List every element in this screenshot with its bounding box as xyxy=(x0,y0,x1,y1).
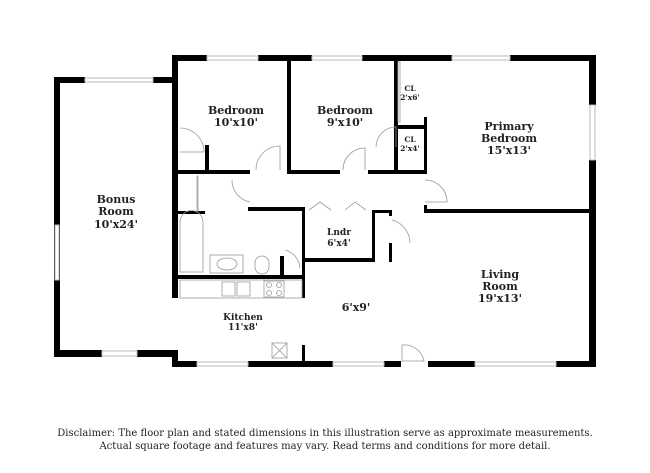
svg-text:10'x10': 10'x10' xyxy=(214,116,258,129)
fixtures xyxy=(179,210,303,359)
svg-text:Lndr: Lndr xyxy=(327,228,351,238)
svg-text:15'x13': 15'x13' xyxy=(487,144,531,157)
svg-text:9'x10': 9'x10' xyxy=(327,116,363,129)
svg-text:Bonus: Bonus xyxy=(97,193,136,206)
windows xyxy=(54,55,596,367)
svg-text:10'x24': 10'x24' xyxy=(94,218,138,231)
svg-text:19'x13': 19'x13' xyxy=(478,292,522,305)
svg-text:CL: CL xyxy=(404,84,416,93)
svg-text:Bedroom: Bedroom xyxy=(317,104,373,117)
svg-text:11'x8': 11'x8' xyxy=(228,323,258,333)
svg-text:6'x4': 6'x4' xyxy=(327,239,350,249)
room-closet-2: CL2'x4' xyxy=(400,135,420,153)
svg-text:Room: Room xyxy=(98,205,134,218)
svg-text:2'x6': 2'x6' xyxy=(400,93,420,102)
svg-text:Bedroom: Bedroom xyxy=(208,104,264,117)
disclaimer: Disclaimer: The floor plan and stated di… xyxy=(0,427,650,453)
walls xyxy=(54,55,596,367)
svg-text:Living: Living xyxy=(481,268,519,281)
room-dining: 6'x9' xyxy=(342,301,371,314)
room-closet-1: CL2'x6' xyxy=(400,84,420,102)
svg-text:Kitchen: Kitchen xyxy=(223,313,263,323)
doors xyxy=(179,61,448,362)
disclaimer-line-1: Disclaimer: The floor plan and stated di… xyxy=(57,428,593,439)
svg-text:2'x4': 2'x4' xyxy=(400,144,420,153)
disclaimer-line-2: Actual square footage and features may v… xyxy=(99,441,551,452)
svg-text:CL: CL xyxy=(404,135,416,144)
svg-text:Primary: Primary xyxy=(484,120,534,133)
svg-text:6'x9': 6'x9' xyxy=(342,301,371,314)
svg-text:Bedroom: Bedroom xyxy=(481,132,537,145)
svg-text:Room: Room xyxy=(482,280,518,293)
